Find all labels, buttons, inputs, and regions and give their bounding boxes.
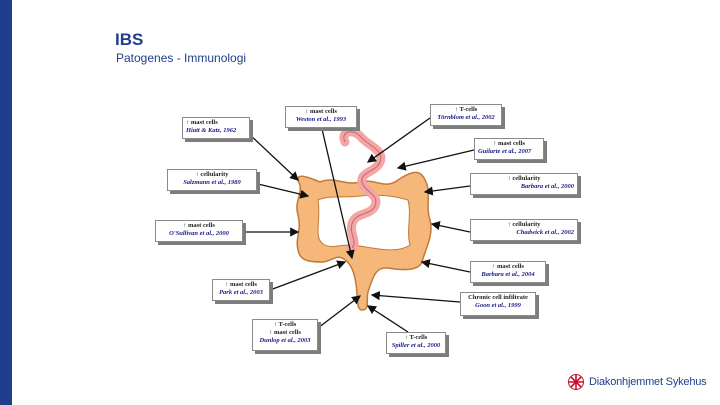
- label-line2: Salzmann et al., 1989: [183, 179, 241, 187]
- label-line2: Goon et al., 1999: [475, 302, 521, 310]
- label-line1: ↑ mast cells: [493, 140, 525, 147]
- label-line1: ↑ mast cells: [225, 281, 257, 288]
- slide-subtitle: Patogenes - Immunologi: [116, 51, 247, 65]
- label-box: Chronic cell infiltrate Goon et al., 199…: [460, 292, 536, 316]
- label-box: ↑ cellularity Barbara et al., 2000: [470, 173, 578, 195]
- label-line1: ↑ mast cells: [186, 119, 218, 126]
- label-line1: ↑ mast cells: [305, 108, 337, 115]
- label-box: ↑ mast cells Guilarte et al., 2007: [474, 138, 544, 160]
- label-box: ↑ mast cells Weston et al., 1993: [285, 106, 357, 128]
- label-box: ↑ cellularity Chadwick et al., 2002: [470, 219, 578, 241]
- hospital-logo: Diakonhjemmet Sykehus: [568, 374, 707, 390]
- label-line2: Barbara et al., 2004: [481, 271, 535, 279]
- label-box: ↑ mast cells Park et al., 2003: [212, 279, 270, 301]
- label-line2: Weston et al., 1993: [295, 116, 347, 124]
- label-line2: ↑ mast cells: [269, 329, 301, 337]
- label-line1: Chronic cell infiltrate: [468, 294, 528, 301]
- label-box: ↑ T-cells Törnblom et al., 2002: [430, 104, 502, 126]
- label-line2: Barbara et al., 2000: [520, 183, 574, 191]
- label-line1: ↑ T-cells: [273, 321, 297, 328]
- logo-text: Diakonhjemmet Sykehus: [589, 376, 707, 388]
- label-line2: Spiller et al., 2000: [391, 342, 441, 350]
- label-line1: ↑ cellularity: [195, 171, 229, 178]
- label-box: ↑ T-cells Spiller et al., 2000: [386, 332, 446, 354]
- label-box: ↑ mast cells Barbara et al., 2004: [470, 261, 546, 283]
- label-box: ↑ T-cells ↑ mast cells Dunlop et al., 20…: [252, 319, 318, 351]
- label-line1: ↑ mast cells: [492, 263, 524, 270]
- slide-title: IBS: [115, 30, 144, 49]
- label-line1: ↑ cellularity: [507, 175, 541, 182]
- label-line3: Dunlop et al., 2003: [259, 337, 311, 345]
- label-box: ↑ cellularity Salzmann et al., 1989: [167, 169, 257, 191]
- label-line2: Törnblom et al., 2002: [437, 114, 495, 122]
- label-line2: Guilarte et al., 2007: [478, 148, 532, 156]
- label-box: ↑ mast cells O'Sullivan et al., 2000: [155, 220, 243, 242]
- label-box: ↑ mast cells Hiatt & Katz, 1962: [182, 117, 250, 139]
- label-line1: ↑ cellularity: [507, 221, 541, 228]
- label-line2: Chadwick et al., 2002: [516, 229, 574, 237]
- label-line1: ↑ T-cells: [404, 334, 428, 341]
- label-line1: ↑ mast cells: [183, 222, 215, 229]
- label-line1: ↑ T-cells: [454, 106, 478, 113]
- label-line2: Park et al., 2003: [219, 289, 263, 297]
- colon-inner: [317, 194, 411, 251]
- label-line2: O'Sullivan et al., 2000: [169, 230, 229, 238]
- side-accent-bar: [0, 0, 12, 405]
- label-line2: Hiatt & Katz, 1962: [186, 127, 237, 135]
- cross-icon: [568, 374, 584, 390]
